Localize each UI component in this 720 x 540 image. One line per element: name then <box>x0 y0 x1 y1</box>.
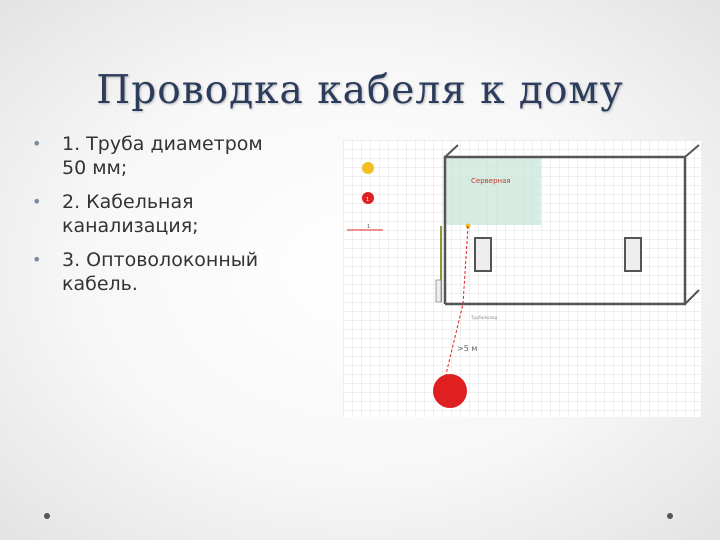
window-left <box>474 237 492 272</box>
bullet-text-line2: 50 мм; <box>62 157 128 179</box>
bullet-text-line1: 1. Труба диаметром <box>62 133 263 155</box>
scale-label: 1 <box>367 224 370 230</box>
cable-well <box>433 374 467 408</box>
bullet-item: • 2. Кабельная канализация; <box>30 190 330 238</box>
slide-corner-dot-right <box>667 513 673 519</box>
bullet-text-line1: 2. Кабельная <box>62 191 194 213</box>
cable-routing-diagram: Серверная 1 1 Труба/колод >5 м <box>343 140 701 417</box>
slide-corner-dot-left <box>44 513 50 519</box>
bullet-text-line1: 3. Оптоволоконный <box>62 249 259 271</box>
bullet-item: • 1. Труба диаметром 50 мм; <box>30 132 330 180</box>
cable-route <box>440 225 469 396</box>
red-marker-label: 1 <box>366 197 369 203</box>
bullet-icon: • <box>32 134 42 153</box>
yellow-marker <box>362 162 374 174</box>
window-right <box>624 237 642 272</box>
bullet-item: • 3. Оптоволоконный кабель. <box>30 248 330 296</box>
bullet-text-line2: кабель. <box>62 273 138 295</box>
bullet-text-line2: канализация; <box>62 215 199 237</box>
house-corner-tl <box>444 144 459 158</box>
bullet-icon: • <box>32 250 42 269</box>
red-marker <box>362 192 374 204</box>
server-room-label: Серверная <box>471 177 511 185</box>
pipe-box <box>435 279 442 303</box>
slide-title: Проводка кабеля к дому <box>96 68 624 113</box>
house-corner-tr <box>684 144 700 158</box>
server-room-area <box>445 157 541 225</box>
pipe-label: Труба/колод <box>470 315 497 320</box>
bullet-icon: • <box>32 192 42 211</box>
bullet-list: • 1. Труба диаметром 50 мм; • 2. Кабельн… <box>30 132 330 306</box>
distance-label: >5 м <box>457 344 477 353</box>
house-corner-br <box>684 289 700 305</box>
